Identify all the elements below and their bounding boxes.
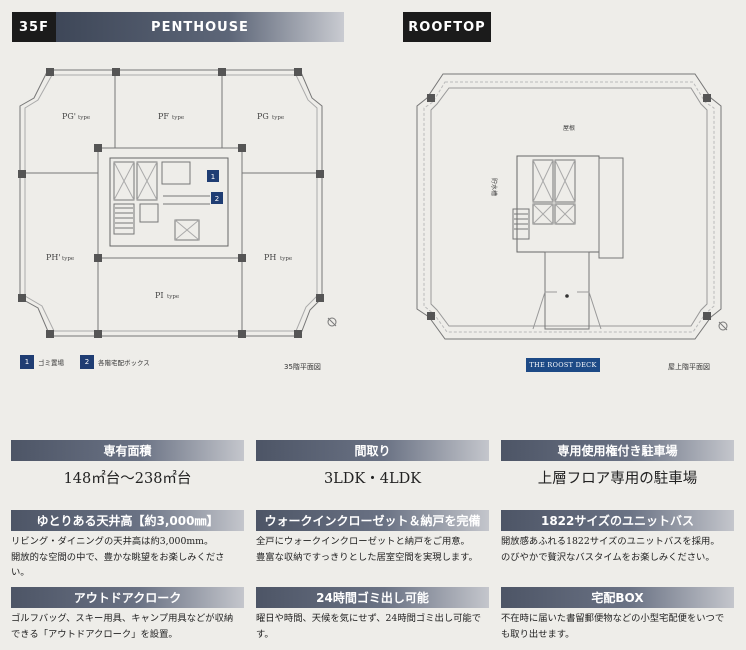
penthouse-plan-caption: 35階平面図	[284, 363, 321, 371]
spec-card-outdoor-cloak: アウトドアクローク ゴルフバッグ、スキー用具、キャンプ用具などが収納 できる「ア…	[11, 587, 244, 642]
rooftop-header: ROOFTOP	[403, 12, 491, 42]
spec-line: リビング・ダイニングの天井高は約3,000mm。	[11, 536, 214, 547]
spec-title-closet: ウォークインクローゼット＆納戸を完備	[256, 510, 489, 531]
penthouse-legend: 1 ゴミ置場 2 各階宅配ボックス	[20, 355, 158, 369]
spec-body-closet: 全戸にウォークインクローゼットと納戸をご用意。 豊富な収納ですっきりとした居室空…	[256, 531, 489, 565]
spec-title-bath: 1822サイズのユニットバス	[501, 510, 734, 531]
spec-line: も取り出せます。	[501, 628, 575, 640]
legend-number-1: 1	[20, 355, 34, 369]
legend-number-2: 2	[80, 355, 94, 369]
spec-title-area: 専有面積	[11, 440, 244, 461]
legend-item-delivery-box: 2 各階宅配ボックス	[80, 355, 150, 369]
room-pf-type: type	[172, 115, 184, 121]
svg-text:PG': PG'	[62, 112, 76, 121]
rooftop-side-label: 貯水槽	[490, 178, 498, 196]
room-pi-type: type	[167, 294, 179, 300]
spec-body-outdoor-cloak: ゴルフバッグ、スキー用具、キャンプ用具などが収納 できる「アウトドアクローク」を…	[11, 608, 244, 642]
floor-tag: 35F	[12, 12, 56, 42]
room-pf: PF	[158, 112, 169, 121]
room-ph-type: type	[280, 256, 292, 262]
spec-card-ceiling: ゆとりある天井高【約3,000㎜】 リビング・ダイニングの天井高は約3,000m…	[11, 510, 244, 581]
rooftop-floor-plan: 屋根 貯水槽	[405, 64, 735, 349]
spec-line: 不在時に届いた書留郵便物などの小型宅配便をいつで	[501, 613, 725, 624]
spec-line: 開放的な空間の中で、豊かな眺望をお楽しみくださ	[11, 551, 225, 563]
roost-deck-badge: THE ROOST DECK	[526, 358, 600, 372]
legend-item-garbage: 1 ゴミ置場	[20, 355, 64, 369]
spec-body-ceiling: リビング・ダイニングの天井高は約3,000mm。 開放的な空間の中で、豊かな眺望…	[11, 531, 244, 581]
spec-card-delivery-box: 宅配BOX 不在時に届いた書留郵便物などの小型宅配便をいつで も取り出せます。	[501, 587, 734, 642]
legend-label-2: 各階宅配ボックス	[98, 359, 150, 367]
room-pg: PG	[257, 112, 269, 121]
legend-label-1: ゴミ置場	[38, 359, 64, 367]
spec-body-garbage: 曜日や時間、天候を気にせず、24時間ゴミ出し可能で す。	[256, 608, 489, 642]
spec-title-delivery-box: 宅配BOX	[501, 587, 734, 608]
penthouse-header: 35F PENTHOUSE	[12, 12, 344, 42]
room-ph-prime: PH'	[46, 253, 61, 262]
spec-body-bath: 開放感あふれる1822サイズのユニットバスを採用。 のびやかで贅沢なバスタイムを…	[501, 531, 734, 565]
spec-line: できる「アウトドアクローク」を設置。	[11, 628, 178, 640]
rooftop-title: ROOFTOP	[403, 12, 491, 42]
spec-card-layout: 間取り 3LDK・4LDK	[256, 440, 489, 488]
spec-value-area: 148㎡台〜238㎡台	[63, 471, 192, 487]
spec-line: 全戸にウォークインクローゼットと納戸をご用意。	[256, 536, 470, 547]
spec-title-parking: 専用使用権付き駐車場	[501, 440, 734, 461]
room-pg-prime-type: type	[78, 115, 90, 121]
spec-title-ceiling: ゆとりある天井高【約3,000㎜】	[11, 510, 244, 531]
spec-line: 開放感あふれる1822サイズのユニットバスを採用。	[501, 536, 720, 547]
spec-value-parking: 上層フロア専用の駐車場	[537, 471, 698, 487]
spec-body-delivery-box: 不在時に届いた書留郵便物などの小型宅配便をいつで も取り出せます。	[501, 608, 734, 642]
room-ph-prime-type: type	[62, 256, 74, 262]
spec-card-garbage: 24時間ゴミ出し可能 曜日や時間、天候を気にせず、24時間ゴミ出し可能で す。	[256, 587, 489, 642]
room-pi: PI	[155, 291, 164, 300]
rooftop-roof-label: 屋根	[563, 124, 575, 132]
spec-line: い。	[11, 567, 30, 578]
svg-text:1: 1	[211, 173, 215, 181]
penthouse-title: PENTHOUSE	[56, 12, 344, 42]
penthouse-floor-plan: 1 2 PG' type PF type PG type PH' type PH…	[10, 58, 345, 348]
spec-title-layout: 間取り	[256, 440, 489, 461]
svg-text:2: 2	[215, 195, 219, 203]
spec-value-layout: 3LDK・4LDK	[323, 471, 422, 487]
room-ph: PH	[264, 253, 276, 262]
spec-line: のびやかで贅沢なバスタイムをお楽しみください。	[501, 551, 715, 563]
spec-line: 曜日や時間、天候を気にせず、24時間ゴミ出し可能で	[256, 613, 482, 624]
spec-line: ゴルフバッグ、スキー用具、キャンプ用具などが収納	[11, 613, 234, 624]
spec-title-outdoor-cloak: アウトドアクローク	[11, 587, 244, 608]
spec-card-closet: ウォークインクローゼット＆納戸を完備 全戸にウォークインクローゼットと納戸をご用…	[256, 510, 489, 565]
spec-line: 豊富な収納ですっきりとした居室空間を実現します。	[256, 551, 478, 563]
spec-line: す。	[256, 628, 274, 640]
room-pg-type: type	[272, 115, 284, 121]
spec-title-garbage: 24時間ゴミ出し可能	[256, 587, 489, 608]
spec-card-bath: 1822サイズのユニットバス 開放感あふれる1822サイズのユニットバスを採用。…	[501, 510, 734, 565]
spec-card-parking: 専用使用権付き駐車場 上層フロア専用の駐車場	[501, 440, 734, 488]
spec-card-area: 専有面積 148㎡台〜238㎡台	[11, 440, 244, 488]
rooftop-plan-caption: 屋上階平面図	[668, 363, 710, 371]
